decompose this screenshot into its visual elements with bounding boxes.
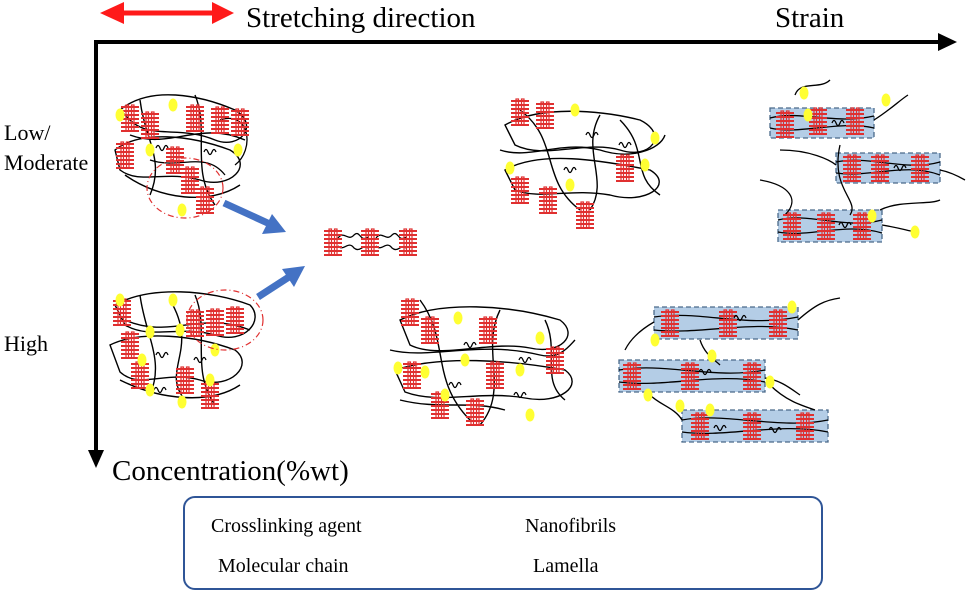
cluster-low-strained [759, 79, 966, 243]
cluster-high-unstretched [109, 289, 264, 409]
row-label-high: High [4, 331, 48, 356]
legend-lamella: Lamella [533, 555, 599, 577]
cluster-low-intermediate [499, 98, 666, 229]
concentration-axis-label: Concentration(%wt) [112, 455, 349, 487]
zoomed-lamella-chains [323, 228, 418, 256]
stretching-direction-arrow-icon [100, 2, 234, 24]
row-label-low-line1: Low/ [4, 120, 51, 145]
zoom-arrow-icon [222, 199, 305, 300]
legend [183, 496, 823, 590]
cluster-high-strained [618, 297, 841, 443]
legend-molecular-chain: Molecular chain [218, 555, 349, 577]
row-label-low-moderate: Low/ Moderate [4, 118, 88, 178]
cluster-low-unstretched [114, 94, 250, 219]
stretching-direction-label: Stretching direction [246, 2, 476, 34]
cluster-high-intermediate [389, 298, 576, 426]
axes [88, 33, 957, 468]
strain-axis-label: Strain [775, 2, 845, 34]
legend-crosslinking-agent: Crosslinking agent [211, 515, 362, 537]
row-label-low-line2: Moderate [4, 150, 89, 175]
legend-nanofibrils: Nanofibrils [525, 515, 617, 537]
